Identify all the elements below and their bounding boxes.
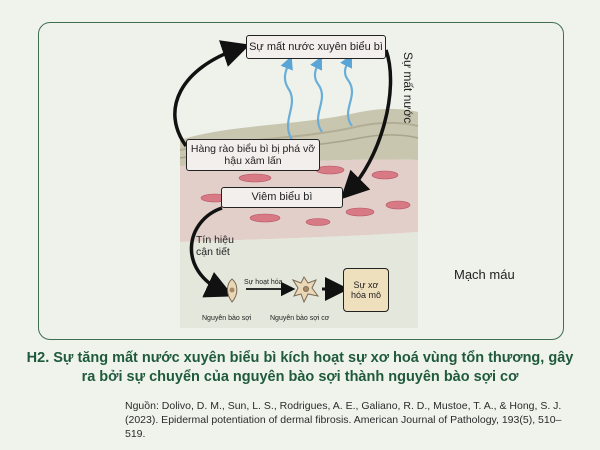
- barrier-disruption-box: Hàng rào biểu bì bị phá vỡ hậu xâm lấn: [186, 139, 320, 171]
- activation-label: Sự hoạt hóa: [244, 279, 283, 286]
- transepidermal-water-loss-box: Sự mất nước xuyên biểu bì: [246, 35, 386, 59]
- water-loss-side-label: Sự mất nước: [401, 52, 415, 124]
- figure-source: Nguồn: Dolivo, D. M., Sun, L. S., Rodrig…: [125, 400, 562, 440]
- fibroblast-icon: [227, 278, 238, 303]
- epidermal-inflammation-box: Viêm biểu bì: [221, 187, 343, 208]
- fibrosis-box: Sự xơ hóa mô: [343, 268, 389, 312]
- fibroblast-label: Nguyên bào sợi: [202, 315, 252, 322]
- skin-cells: [200, 165, 411, 226]
- figure-caption: H2. Sự tăng mất nước xuyên biểu bì kích …: [26, 350, 574, 385]
- cycle-arrows: [173, 40, 393, 298]
- paracrine-signal-label: Tín hiệu cận tiết: [196, 234, 234, 258]
- blood-vessel-label: Mạch máu: [454, 267, 515, 282]
- water-vapor-arrows: [280, 54, 354, 141]
- myofibroblast-icon: [291, 276, 320, 304]
- myofibroblast-label: Nguyên bào sợi cơ: [270, 315, 330, 322]
